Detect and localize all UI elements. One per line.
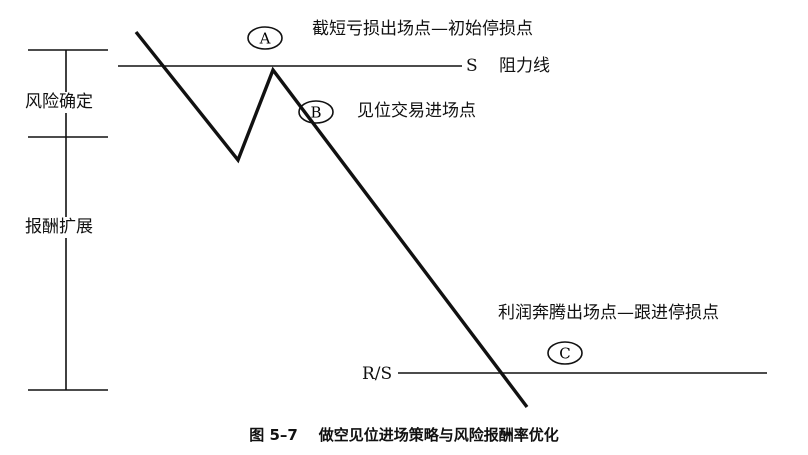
marker-c-letter: C	[559, 345, 570, 363]
resistance-label: 阻力线	[499, 56, 550, 76]
point-c-label: 利润奔腾出场点—跟进停损点	[498, 303, 719, 323]
marker-b-letter: B	[310, 104, 321, 122]
support-resistance-label: R/S	[362, 364, 393, 384]
marker-c: C	[547, 341, 583, 365]
risk-defined-label: 风险确定	[25, 92, 93, 113]
reward-expansion-label: 报酬扩展	[25, 217, 93, 238]
point-a-label: 截短亏损出场点—初始停损点	[312, 19, 533, 39]
marker-a-letter: A	[259, 30, 271, 48]
figure-caption: 图 5–7 做空见位进场策略与风险报酬率优化	[0, 424, 808, 445]
marker-b: B	[298, 100, 334, 124]
figure-title: 做空见位进场策略与风险报酬率优化	[318, 426, 559, 444]
figure-number: 图 5–7	[249, 426, 298, 444]
point-b-label: 见位交易进场点	[357, 101, 476, 121]
price-path	[134, 30, 529, 409]
resistance-symbol: S	[466, 56, 478, 76]
marker-a: A	[247, 26, 283, 50]
